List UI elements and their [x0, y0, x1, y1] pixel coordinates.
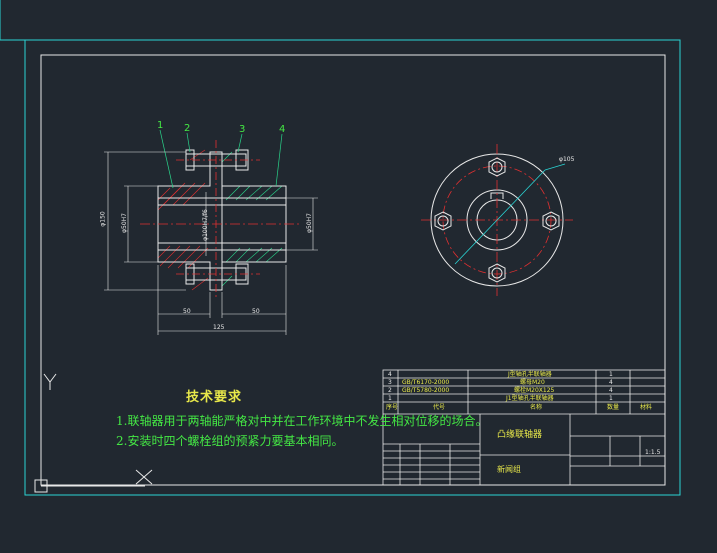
parts-header-qty: 数量 [607, 404, 620, 411]
parts-header-name: 名称 [530, 404, 543, 411]
tech-requirement-2: 2.安装时四个螺栓组的预紧力要基本相同。 [116, 434, 344, 448]
dim-hub-dia-left: φ50H7 [120, 213, 128, 233]
dim-bore-fit: φ100H7/f6 [201, 209, 209, 241]
parts-row-code: GB/T5780-2000 [402, 387, 450, 394]
parts-row-name: J型轴孔半联轴器 [508, 371, 552, 378]
parts-row-qty: 1 [609, 395, 613, 402]
parts-row-name: 螺栓M20X125 [514, 387, 555, 394]
dim-left-half: 50 [183, 308, 191, 315]
callout-3: 3 [239, 124, 246, 135]
parts-header-no: 序号 [386, 404, 399, 411]
parts-row-qty: 4 [609, 387, 613, 394]
dim-bolt-circle: φ105 [559, 156, 575, 163]
parts-row-name: J1型轴孔半联轴器 [506, 395, 554, 402]
title-scale: 1:1.5 [645, 449, 661, 456]
hatch-left [157, 149, 209, 291]
inner-frame [40, 54, 666, 486]
tech-requirements-title: 技术要求 [186, 390, 243, 405]
parts-header-material: 材料 [640, 404, 653, 411]
side-view [421, 144, 573, 296]
parts-row-name: 螺母M20 [520, 379, 545, 386]
section-view [104, 129, 318, 335]
parts-row-no: 2 [388, 387, 392, 394]
parts-row-code: GB/T6170-2000 [402, 379, 450, 386]
callout-2: 2 [184, 123, 191, 134]
dim-right-half: 50 [252, 308, 260, 315]
parts-row-qty: 4 [609, 379, 613, 386]
tech-requirement-1: 1.联轴器用于两轴能严格对中并在工作环境中不发生相对位移的场合。 [116, 414, 488, 428]
title-school: 新闻组 [497, 465, 521, 474]
callout-1: 1 [157, 120, 164, 131]
title-part-name: 凸缘联轴器 [497, 430, 543, 440]
parts-row-no: 4 [388, 371, 392, 378]
hatch-right [221, 151, 283, 287]
dim-overall-length: 125 [213, 324, 225, 331]
ucs-icon [34, 370, 153, 493]
title-block [382, 369, 666, 486]
parts-header-code: 代号 [433, 404, 446, 411]
dim-outer-dia: φ150 [99, 211, 107, 227]
parts-row-no: 3 [388, 379, 392, 386]
parts-row-no: 1 [388, 395, 392, 402]
parts-row-qty: 1 [609, 371, 613, 378]
callout-4: 4 [279, 124, 286, 135]
dim-hub-dia-right: φ50H7 [305, 213, 313, 233]
